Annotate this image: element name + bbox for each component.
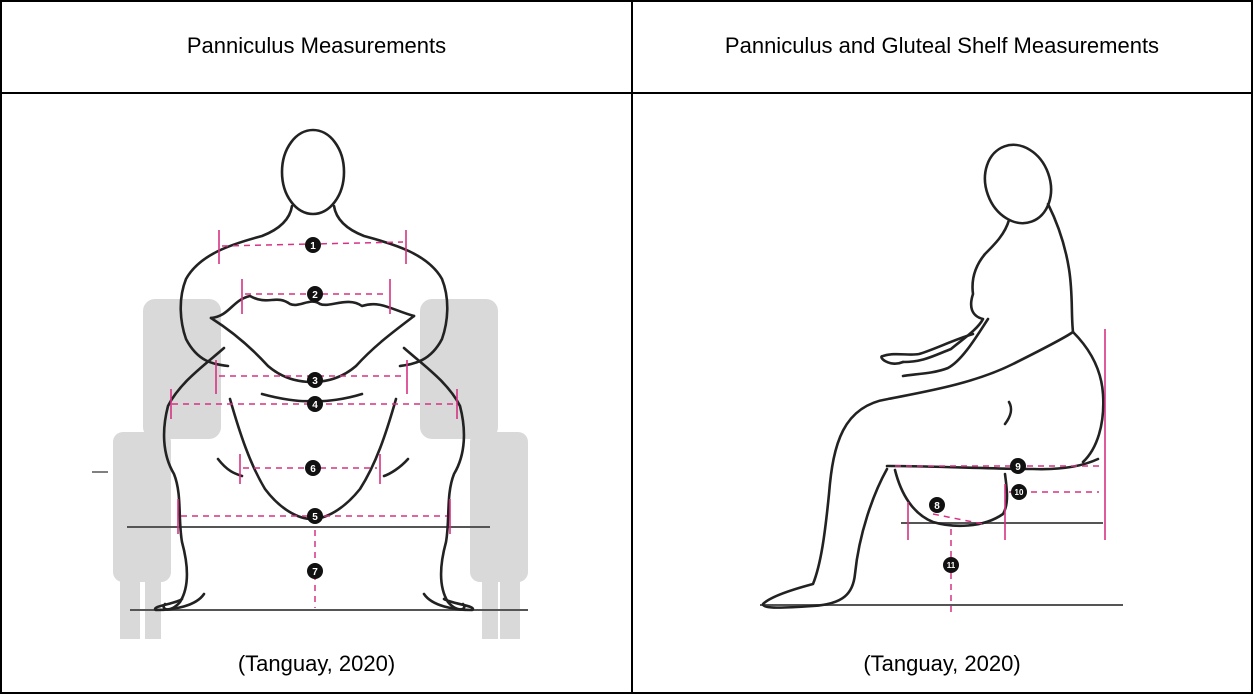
front-marker-5: 5 — [307, 508, 323, 524]
svg-text:7: 7 — [312, 567, 318, 578]
caption-citation-left: (Tanguay, 2020) — [2, 651, 631, 677]
side-marker-10: 10 — [1011, 484, 1027, 500]
svg-text:3: 3 — [312, 376, 318, 387]
svg-text:11: 11 — [947, 561, 956, 570]
front-marker-4: 4 — [307, 396, 323, 412]
svg-text:6: 6 — [310, 464, 316, 475]
table-border-top — [0, 0, 1253, 2]
column-header-panniculus-gluteal: Panniculus and Gluteal Shelf Measurement… — [633, 33, 1251, 59]
side-view-figure: 9 10 8 11 — [633, 94, 1251, 654]
side-body-outline — [763, 135, 1103, 607]
svg-text:10: 10 — [1015, 488, 1024, 497]
svg-text:2: 2 — [312, 290, 318, 301]
svg-text:1: 1 — [310, 241, 316, 252]
svg-text:8: 8 — [934, 501, 940, 512]
side-measurement-lines — [895, 329, 1105, 612]
svg-text:9: 9 — [1015, 462, 1021, 473]
front-marker-3: 3 — [307, 372, 323, 388]
front-marker-1: 1 — [305, 237, 321, 253]
side-marker-8: 8 — [929, 497, 945, 513]
front-marker-6: 6 — [305, 460, 321, 476]
front-marker-7: 7 — [307, 563, 323, 579]
svg-text:5: 5 — [312, 512, 318, 523]
side-marker-9: 9 — [1010, 458, 1026, 474]
column-header-panniculus: Panniculus Measurements — [2, 33, 631, 59]
front-view-figure: 1 2 3 4 6 5 7 — [0, 94, 631, 654]
front-marker-2: 2 — [307, 286, 323, 302]
svg-text:4: 4 — [312, 400, 318, 411]
caption-citation-right: (Tanguay, 2020) — [633, 651, 1251, 677]
side-marker-11: 11 — [943, 557, 959, 573]
